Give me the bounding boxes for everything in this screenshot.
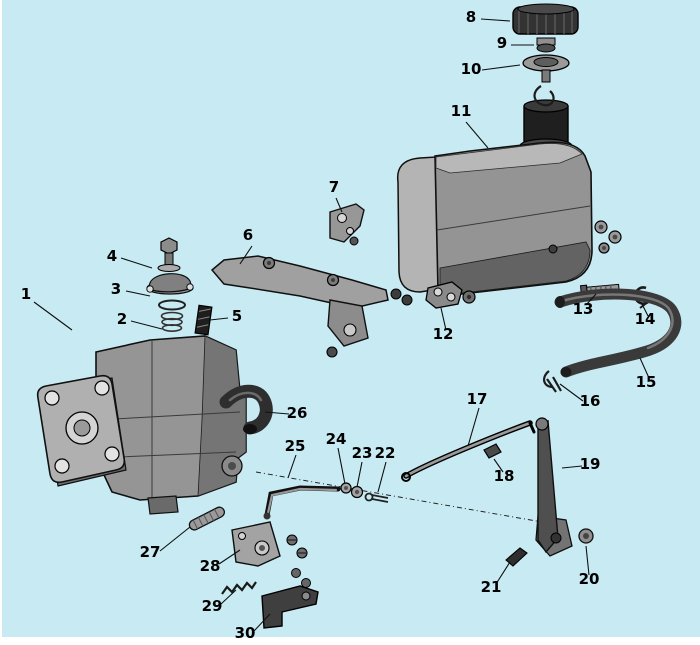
callout-22: 22 [375,444,396,462]
part-cap-washer [536,37,556,53]
callout-7: 7 [329,178,339,196]
leader-line-18 [493,458,504,473]
part-fuel-hose [554,288,682,378]
callout-30: 30 [235,624,256,642]
leader-line-11 [465,121,489,149]
part-elbow-26 [219,384,273,435]
alignment-line [255,471,543,523]
callout-10: 10 [461,60,482,78]
part-connector-18 [483,443,502,459]
leader-line-24 [337,447,346,485]
callout-29: 29 [202,597,223,615]
tank-top-face [435,143,583,174]
leader-line-23 [356,461,363,488]
leader-line-1 [33,301,73,331]
leader-line-12 [440,307,447,331]
leader-line-15 [639,357,650,379]
part-gasket-spring-2 [158,299,186,332]
callout-24: 24 [326,430,347,448]
part-spring-29 [221,581,257,595]
part-washer-24 [340,482,352,494]
callout-28: 28 [200,557,221,575]
leader-line-19 [561,465,583,469]
callout-9: 9 [497,34,507,52]
callout-4: 4 [107,247,117,265]
leader-line-8 [480,18,511,22]
part-link-rod-25 [263,485,341,520]
callout-18: 18 [494,467,515,485]
leader-line-20 [585,545,590,576]
callout-1: 1 [21,285,31,303]
callout-2: 2 [117,310,127,328]
part-cotter-pin-22 [364,492,389,503]
callout-12: 12 [433,325,454,343]
part-nut-cluster [594,220,622,254]
callout-14: 14 [635,310,656,328]
callout-21: 21 [481,578,502,596]
leader-line-13 [585,293,597,306]
part-lever-19 [535,417,573,557]
leader-line-4 [120,257,153,269]
tank-end-cap [396,156,440,293]
leader-line-5 [209,317,229,321]
retainer-hook [533,85,555,107]
leader-line-7 [335,197,343,213]
part-clamp-12 [425,281,476,309]
callout-3: 3 [111,280,121,298]
callout-17: 17 [467,390,488,408]
leader-line-30 [253,613,271,632]
part-hose-clip-16 [543,370,562,393]
part-link-rod-17 [401,420,536,482]
leader-line-21 [495,561,511,585]
leader-line-29 [220,589,237,605]
leader-line-27 [159,526,191,552]
callout-19: 19 [580,455,601,473]
part-carburetor [36,335,247,515]
callout-23: 23 [352,444,373,462]
part-cover-3 [146,273,194,295]
leader-line-17 [467,407,480,447]
part-bracket-7 [329,203,365,246]
tank-fitting [548,244,558,254]
leader-line-6 [239,245,253,265]
callout-labels: 1 2 3 4 5 6 7 8 9 10 11 12 13 14 15 16 1… [21,8,657,642]
part-pin-21 [505,547,528,567]
callout-25: 25 [285,437,306,455]
leader-line-14 [640,301,649,317]
leader-line-2 [130,320,163,330]
part-nut-20 [578,528,594,544]
callout-8: 8 [466,8,476,26]
callout-15: 15 [636,373,657,391]
cap-knurling [518,6,573,34]
callout-5: 5 [232,307,242,325]
callout-11: 11 [451,102,472,120]
part-washer-23 [350,485,364,499]
leader-line-25 [287,454,297,479]
part-bracket-30 [261,568,319,629]
part-cap-gasket [522,54,570,83]
callout-20: 20 [579,570,600,588]
part-plate-28 [231,521,308,567]
leader-line-10 [481,64,521,71]
leader-line-22 [377,461,387,493]
leader-lines [33,18,650,632]
callout-16: 16 [580,392,601,410]
callout-26: 26 [287,404,308,422]
leader-line-26 [264,411,290,415]
part-fuel-cap [512,3,579,35]
part-fuel-tank [396,85,593,295]
leader-line-16 [559,383,584,402]
leader-line-28 [218,549,241,565]
callout-27: 27 [140,543,161,561]
part-bracket-6 [210,255,389,358]
callout-13: 13 [573,300,594,318]
leader-line-3 [125,290,151,297]
part-roll-pin-5 [194,304,213,336]
tank-lower-band [439,241,591,294]
part-grommets [390,288,413,306]
part-bolt-4 [157,237,181,272]
callout-6: 6 [243,226,253,244]
tank-seam [436,205,591,231]
